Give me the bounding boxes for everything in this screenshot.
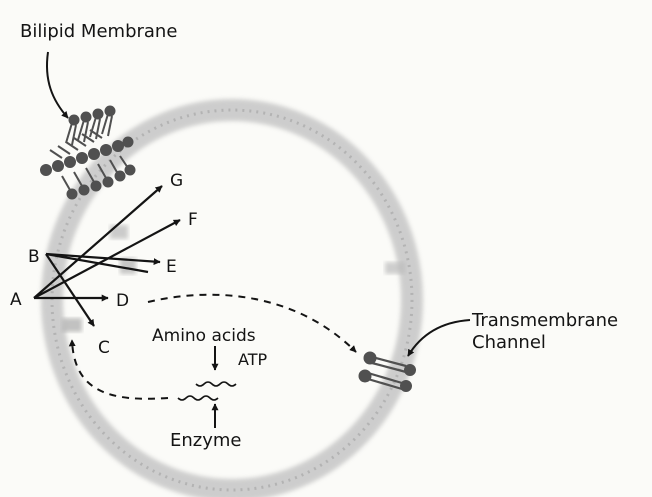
node-b: B [28,247,40,267]
node-g: G [170,171,183,191]
atp-label: ATP [238,350,267,369]
dashed-feedback-arrow [72,340,168,399]
enzyme-label: Enzyme [170,430,242,451]
polypeptide-squiggle-icon [178,382,236,400]
bilipid-membrane-label: Bilipid Membrane [20,21,177,42]
node-e: E [166,257,177,277]
node-c: C [98,338,110,358]
node-a: A [10,290,22,310]
amino-acids-label: Amino acids [152,326,256,346]
transmembrane-label-line2: Channel [472,332,546,353]
bilipid-pointer-arrow [47,52,68,118]
transmembrane-label-line1: Transmembrane [471,310,618,331]
node-d: D [116,291,129,311]
node-f: F [188,210,198,230]
